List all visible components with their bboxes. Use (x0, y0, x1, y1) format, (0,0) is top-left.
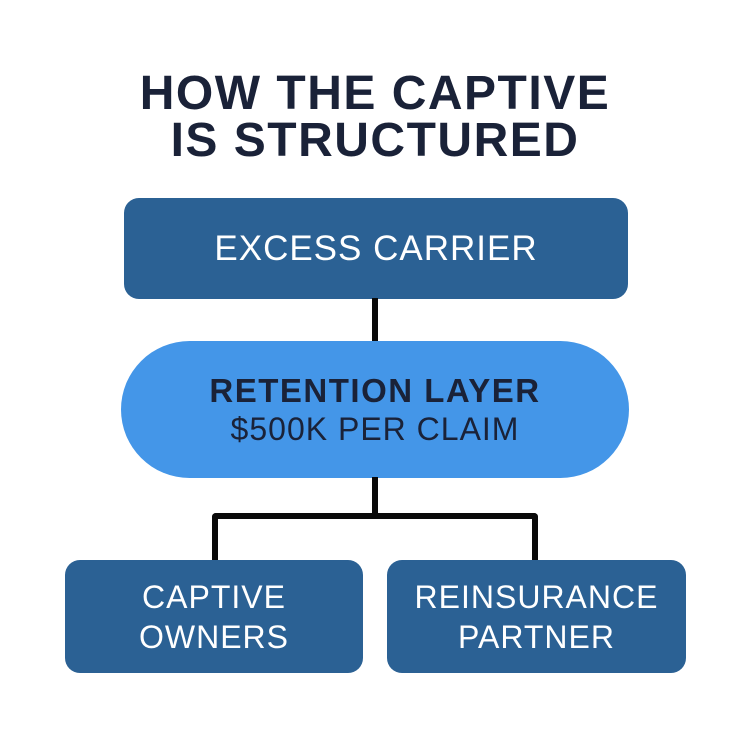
retention-layer-box: RETENTION LAYER $500K PER CLAIM (121, 341, 629, 478)
reinsurance-partner-box: REINSURANCE PARTNER (387, 560, 686, 673)
retention-layer-title: RETENTION LAYER (209, 371, 541, 409)
captive-owners-label-line1: CAPTIVE (142, 578, 286, 615)
captive-owners-box: CAPTIVE OWNERS (65, 560, 363, 673)
connector-excess-to-retention (372, 298, 378, 343)
retention-layer-subtitle: $500K PER CLAIM (230, 410, 520, 447)
branch-connector (212, 513, 538, 560)
connector-retention-to-branch (372, 477, 378, 516)
excess-carrier-label: EXCESS CARRIER (214, 228, 538, 268)
title-line-1: HOW THE CAPTIVE (139, 67, 611, 120)
excess-carrier-box: EXCESS CARRIER (124, 198, 628, 299)
reinsurance-partner-label-line1: REINSURANCE (414, 578, 659, 615)
diagram-title: HOW THE CAPTIVE IS STRUCTURED (0, 67, 750, 167)
captive-owners-label-line2: OWNERS (139, 618, 289, 655)
title-line-2: IS STRUCTURED (170, 114, 580, 167)
reinsurance-partner-label-line2: PARTNER (458, 618, 615, 655)
